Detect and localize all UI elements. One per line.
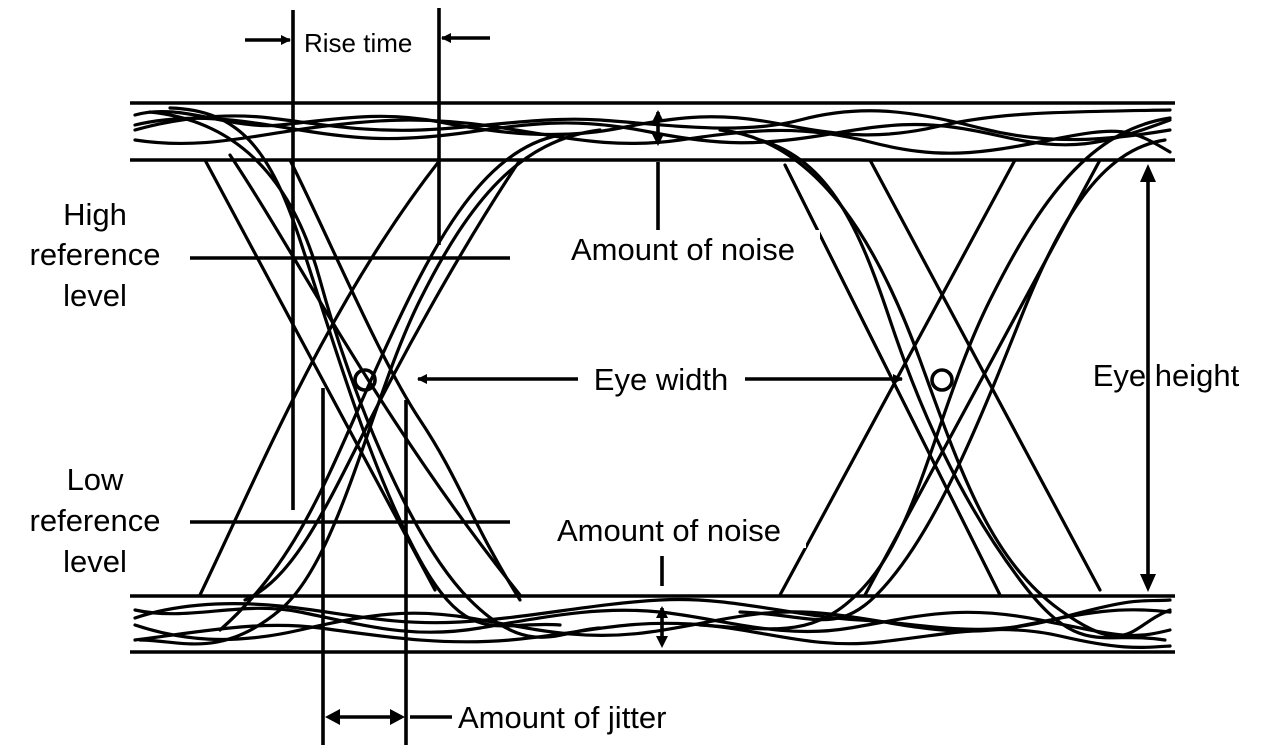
eye-height-label: Eye height [1093, 358, 1240, 393]
bottom-noise-label: Amount of noise [557, 513, 781, 548]
top-noise-traces [133, 108, 1172, 155]
high-reference-level: High reference level [30, 197, 510, 313]
top-noise-label: Amount of noise [571, 232, 795, 267]
right-crossover-circle [930, 368, 954, 392]
bottom-noise-traces [133, 597, 1172, 650]
eye-height-indicator: Eye height [1093, 164, 1240, 592]
eye-width-label: Eye width [594, 362, 728, 397]
low-reference-level: Low reference level [30, 462, 510, 579]
rise-time-label: Rise time [304, 28, 412, 58]
high-reference-label-line2: reference [30, 237, 161, 272]
high-reference-label-line3: level [63, 278, 127, 313]
bottom-noise-indicator: Amount of noise [532, 512, 806, 648]
rise-time-marker: Rise time [245, 8, 490, 510]
low-reference-label-line3: level [63, 544, 127, 579]
top-rail [130, 101, 1175, 162]
left-crossover-circle [353, 368, 377, 392]
eye-width-indicator: Eye width [417, 360, 903, 398]
jitter-label: Amount of jitter [458, 700, 666, 735]
low-reference-label-line1: Low [67, 462, 124, 497]
high-reference-label-line1: High [63, 197, 127, 232]
low-reference-label-line2: reference [30, 503, 161, 538]
left-crossover-traces [138, 106, 602, 646]
top-noise-indicator: Amount of noise [545, 110, 820, 267]
jitter-indicator: Amount of jitter [321, 388, 666, 745]
